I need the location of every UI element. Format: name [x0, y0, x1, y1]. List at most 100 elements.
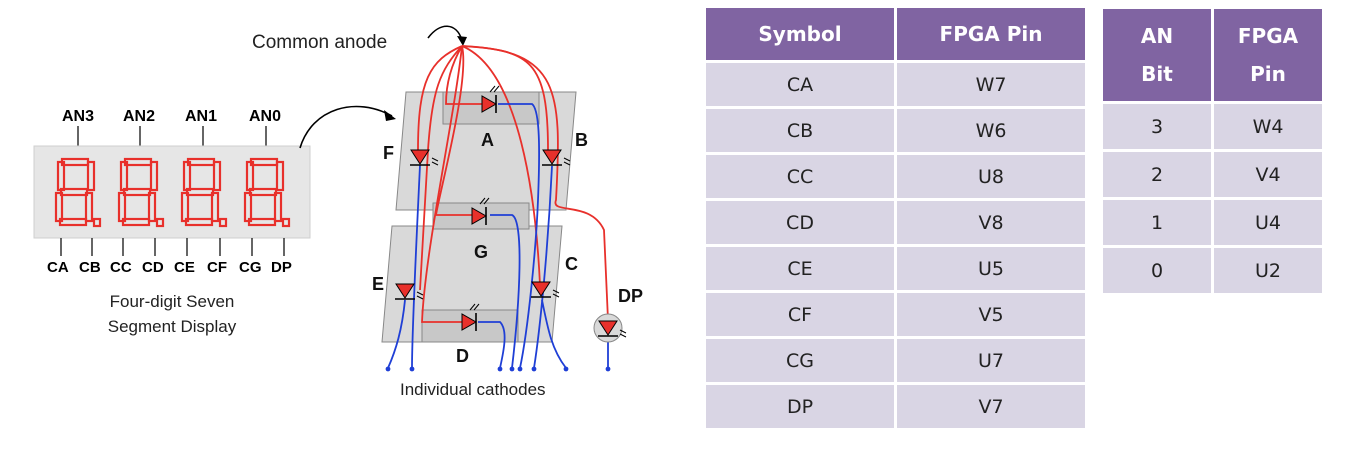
- symbol-cell: CB: [706, 109, 894, 152]
- display-digits: [54, 157, 291, 228]
- column-header-fpga-pin: FPGA Pin: [897, 8, 1085, 60]
- segment-label-e: E: [372, 274, 384, 294]
- led-g-icon: [471, 197, 490, 225]
- column-header-an-bit: AN Bit: [1103, 9, 1211, 101]
- pin-cell: U8: [897, 155, 1085, 198]
- common-anode-label: Common anode: [252, 32, 387, 53]
- digit-segment: [147, 191, 157, 223]
- pin-cell: U4: [1214, 200, 1322, 245]
- seven-segment-diagram: AN3 AN2 AN1 AN0 CA CB CC CD CE CF CG DP …: [33, 25, 643, 399]
- cathode-label: CG: [239, 259, 262, 276]
- symbol-cell: CD: [706, 201, 894, 244]
- digit-segment: [210, 191, 220, 223]
- cathode-label: CE: [174, 259, 195, 276]
- symbol-cell: CG: [706, 339, 894, 382]
- header-line: Bit: [1141, 62, 1173, 86]
- digit-segment: [212, 160, 222, 192]
- pin-cell: W7: [897, 63, 1085, 106]
- cathode-label: CA: [47, 259, 69, 276]
- pin-cell: V5: [897, 293, 1085, 336]
- anode-label: AN2: [123, 108, 155, 125]
- anode-labels: AN3 AN2 AN1 AN0: [62, 108, 281, 125]
- symbol-cell: DP: [706, 385, 894, 428]
- led-b-icon: [542, 149, 571, 166]
- digit-segment: [275, 160, 285, 192]
- header-line: Pin: [1250, 62, 1286, 86]
- segment-label-f: F: [383, 143, 394, 163]
- table-header-row: AN Bit FPGA Pin: [1103, 9, 1322, 101]
- digit-segment: [84, 191, 94, 223]
- symbol-cell: CF: [706, 293, 894, 336]
- digit-segment: [59, 187, 89, 197]
- cathode-label: DP: [271, 259, 292, 276]
- digit-segment: [117, 191, 127, 223]
- pin-cell: U5: [897, 247, 1085, 290]
- column-header-fpga-pin: FPGA Pin: [1214, 9, 1322, 101]
- led-f-icon: [410, 149, 439, 166]
- digit-decimal-point: [92, 217, 102, 228]
- pin-cell: U2: [1214, 248, 1322, 293]
- led-c-icon: [531, 281, 560, 298]
- led-e-icon: [395, 283, 424, 300]
- segment-label-d: D: [456, 346, 469, 366]
- segment-label-b: B: [575, 130, 588, 150]
- pin-cell: V8: [897, 201, 1085, 244]
- segment-label-dp: DP: [618, 286, 643, 306]
- digit-segment: [122, 187, 152, 197]
- cathode-labels: CA CB CC CD CE CF CG DP: [47, 259, 292, 276]
- led-a-icon: [481, 85, 500, 113]
- display-body: [33, 145, 311, 239]
- header-line: FPGA: [1237, 24, 1299, 48]
- digit-segment: [54, 191, 64, 223]
- digit-decimal-point: [281, 217, 291, 228]
- anode-label: AN1: [185, 108, 217, 125]
- anode-leads: [77, 126, 267, 146]
- cathode-endpoints: [385, 366, 611, 372]
- column-header-symbol: Symbol: [706, 8, 894, 60]
- digit-segment: [273, 191, 283, 223]
- table-header-row: Symbol FPGA Pin: [706, 8, 1085, 60]
- an-bit-cell: 0: [1103, 248, 1211, 293]
- pin-cell: W6: [897, 109, 1085, 152]
- header-line: AN: [1140, 24, 1174, 48]
- digit-segment: [86, 160, 96, 192]
- cathode-label: CC: [110, 259, 132, 276]
- anode-wires: [417, 45, 609, 323]
- segment-letters: A B C D E F G DP: [372, 130, 643, 366]
- connector-arrow: [299, 105, 393, 149]
- cathode-label: CF: [207, 259, 227, 276]
- cathode-leads: [60, 238, 285, 256]
- display-caption-line2: Segment Display: [108, 317, 237, 336]
- symbol-cell: CC: [706, 155, 894, 198]
- an-bit-cell: 1: [1103, 200, 1211, 245]
- an-bit-cell: 2: [1103, 152, 1211, 197]
- cathode-label: CD: [142, 259, 164, 276]
- pin-cell: W4: [1214, 104, 1322, 149]
- arrow-head-icon: [457, 36, 467, 46]
- digit-segment: [149, 160, 159, 192]
- anode-pointer: [427, 25, 463, 41]
- digit-segment: [243, 191, 253, 223]
- anode-label: AN0: [249, 108, 281, 125]
- pin-cell: V7: [897, 385, 1085, 428]
- digit-decimal-point: [218, 217, 228, 228]
- anode-label: AN3: [62, 108, 94, 125]
- cathode-label: CB: [79, 259, 101, 276]
- symbol-cell: CE: [706, 247, 894, 290]
- led-d-icon: [461, 303, 480, 331]
- digit-segment: [185, 187, 215, 197]
- digit-decimal-point: [155, 217, 165, 228]
- display-caption-line1: Four-digit Seven: [110, 292, 235, 311]
- segment-label-c: C: [565, 254, 578, 274]
